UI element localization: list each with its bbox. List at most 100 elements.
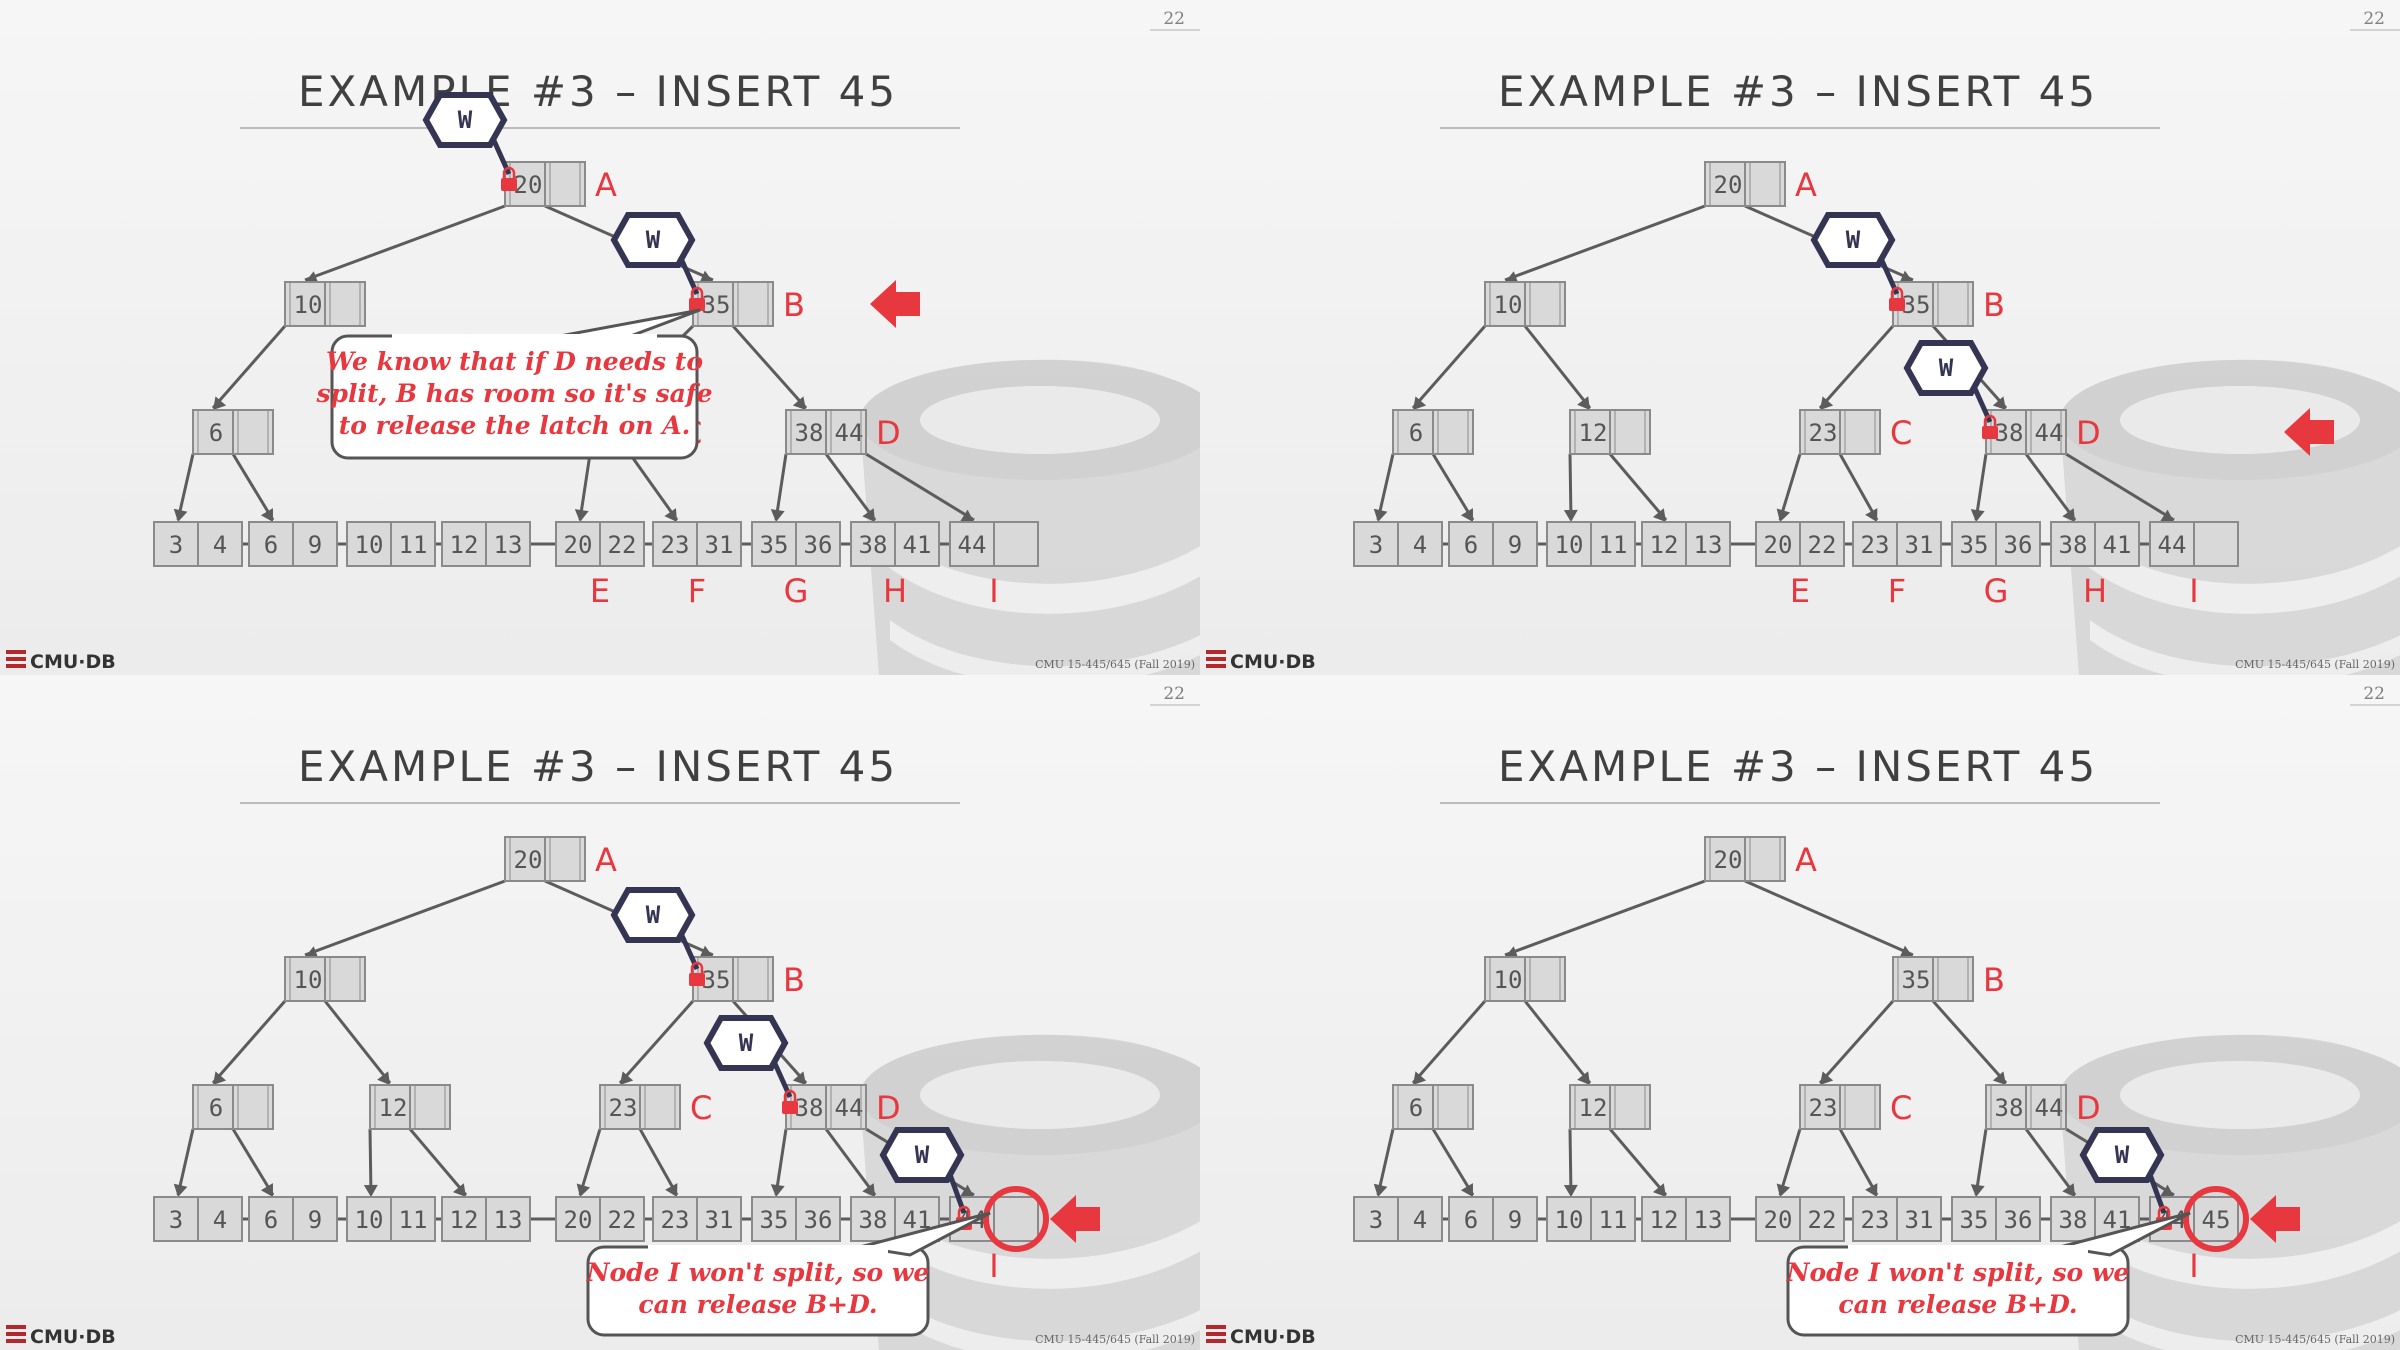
node-slot (1590, 1196, 1636, 1242)
tree-edge-arrowhead (1776, 1183, 1791, 1197)
node-key: 6 (1464, 1206, 1478, 1234)
node-slot (1839, 1084, 1881, 1130)
node-key: 9 (308, 531, 322, 559)
leaf-label: H (883, 572, 907, 610)
node-key: 44 (2158, 531, 2187, 559)
node-key: 31 (1905, 1206, 1934, 1234)
internal-node: 23 (1799, 1084, 1881, 1130)
node-key: 10 (355, 1206, 384, 1234)
node-key: 10 (1494, 291, 1523, 319)
node-key: 38 (795, 419, 824, 447)
node-slot (850, 521, 896, 567)
write-latch-badge: W (610, 887, 700, 971)
tree-edge-arrowhead (2062, 508, 2075, 522)
node-label: A (595, 841, 617, 879)
tree-edge (1778, 1128, 1802, 1196)
node-key: 36 (2004, 531, 2033, 559)
lock-shackle (502, 166, 516, 178)
latch-hexagon (879, 1127, 965, 1183)
node-slot (1609, 1084, 1651, 1130)
tree-edge (1376, 1128, 1395, 1196)
internal-node: 6 (192, 1084, 274, 1130)
node-slot (1397, 1196, 1443, 1242)
node-key: 38 (859, 531, 888, 559)
node-key: 12 (1579, 419, 1608, 447)
callout-tail-mask (1848, 1245, 2088, 1253)
tree-edge-arrowhead (699, 945, 713, 959)
leaf-label: I (2189, 572, 2198, 610)
tree-edge (231, 453, 275, 521)
node-label: B (1983, 286, 2005, 324)
leaf-label: E (1790, 572, 1810, 610)
tree-edge-arrowhead (452, 1183, 466, 1197)
leaf-node: 44 (2149, 521, 2239, 567)
node-slot (732, 281, 774, 327)
node-slot (1546, 1196, 1592, 1242)
tree-edge-arrowhead (862, 1183, 875, 1197)
latch-hexagon (610, 212, 696, 268)
node-slot (2193, 521, 2239, 567)
node-key: 4 (213, 531, 227, 559)
node-slot (232, 1084, 274, 1130)
tree-edge-arrowhead (173, 1183, 188, 1197)
node-slot (1432, 409, 1474, 455)
node-label: A (595, 166, 617, 204)
node-key: 23 (1861, 531, 1890, 559)
node-key: 4 (1413, 1206, 1427, 1234)
leaf-label: E (590, 572, 610, 610)
tree-edge (578, 453, 592, 521)
internal-node: 6 (1392, 409, 1474, 455)
node-slot (894, 521, 940, 567)
node-key: 36 (804, 1206, 833, 1234)
insert-highlight-circle (983, 1186, 1049, 1252)
tree-edge (1838, 1128, 1879, 1196)
node-slot (1755, 521, 1801, 567)
node-label: A (1795, 841, 1817, 879)
node-key: 11 (399, 531, 428, 559)
latch-label: W (2115, 1141, 2130, 1169)
node-slot (1392, 1084, 1434, 1130)
footer-course: CMU 15-445/645 (Fall 2019) (1035, 658, 1195, 671)
internal-node: 10 (1484, 281, 1566, 327)
node-slot (1896, 521, 1942, 567)
database-watermark-icon (860, 1034, 1200, 1350)
node-key: 35 (1960, 531, 1989, 559)
internal-node: 35 (1892, 956, 1974, 1002)
node-slot (1432, 1084, 1474, 1130)
tree-edge-arrowhead (1776, 508, 1791, 522)
tree-edge (824, 453, 877, 521)
db-top-inner (920, 386, 1160, 454)
write-latch-badge: W (422, 92, 512, 176)
node-slot (1492, 521, 1538, 567)
node-key: 22 (1808, 1206, 1837, 1234)
tree-edge (1744, 879, 1914, 957)
node-slot (1995, 1196, 2041, 1242)
lock-icon (689, 961, 705, 986)
tree-edge (638, 1128, 679, 1196)
node-key: 6 (209, 419, 223, 447)
node-key: 20 (564, 1206, 593, 1234)
tree-edge (1376, 453, 1395, 521)
tree-edge-arrowhead (1577, 1071, 1590, 1085)
tree-edge (176, 1128, 195, 1196)
node-slot (652, 521, 698, 567)
node-key: 31 (705, 531, 734, 559)
callout-tail-mask (648, 1245, 888, 1253)
node-slot (409, 1084, 451, 1130)
insert-highlight-circle (2183, 1186, 2249, 1252)
db-band-1 (880, 530, 1200, 614)
node-slot (1353, 1196, 1399, 1242)
node-key: 38 (1995, 1094, 2024, 1122)
lock-icon (782, 1089, 798, 1114)
footer-logo: CMU·DB (1206, 650, 1316, 673)
tree-edge (368, 1128, 373, 1196)
tree-edge (1523, 1000, 1592, 1084)
tree-edge (578, 1128, 602, 1196)
